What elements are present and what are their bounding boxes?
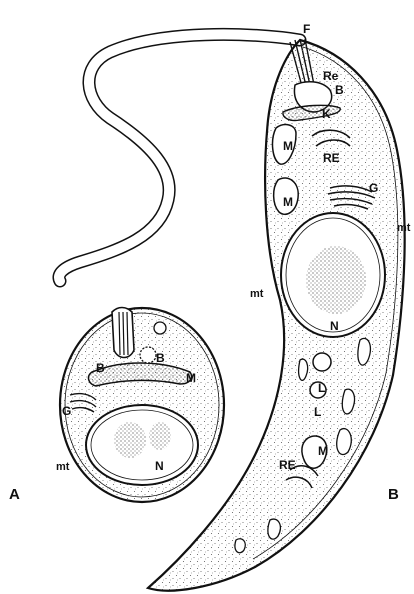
label-flagellum: F — [303, 23, 310, 35]
label-nucleus-b: N — [330, 320, 339, 332]
label-mt-b-right: mt — [397, 223, 410, 234]
label-golgi-b: G — [369, 182, 378, 194]
label-mitochondrion-b-2: M — [283, 196, 293, 208]
label-mitochondrion-b-1: M — [283, 140, 293, 152]
label-nucleus-a: N — [155, 460, 164, 472]
label-golgi-a: G — [62, 405, 71, 417]
label-re-b-1: RE — [323, 152, 340, 164]
label-basal-body-a-2: B — [156, 352, 165, 364]
promastigote-cell — [59, 34, 405, 590]
label-mitochondrion-b-3: M — [318, 445, 328, 457]
label-mt-b-left: mt — [250, 289, 263, 300]
vesicle-a-1 — [140, 347, 156, 363]
label-mitochondrion-a: M — [186, 372, 196, 384]
vesicle-a-2 — [154, 322, 166, 334]
label-basal-body-a-1: B — [96, 362, 105, 374]
label-kinetoplast: K — [322, 108, 331, 120]
label-re-b-2: RE — [279, 459, 296, 471]
label-mt-a: mt — [56, 462, 69, 473]
amastigote-cell — [60, 308, 224, 503]
lipid-droplet-1 — [313, 353, 331, 371]
panel-label-b: B — [388, 487, 399, 502]
label-lipid-b-2: L — [314, 406, 321, 418]
nucleolus-a — [114, 422, 146, 458]
label-reservoir: Re — [323, 70, 338, 82]
panel-label-a: A — [9, 487, 20, 502]
nucleolus-b — [306, 246, 366, 314]
label-lipid-b-1: L — [318, 382, 325, 394]
label-basal-body-b: B — [335, 84, 344, 96]
